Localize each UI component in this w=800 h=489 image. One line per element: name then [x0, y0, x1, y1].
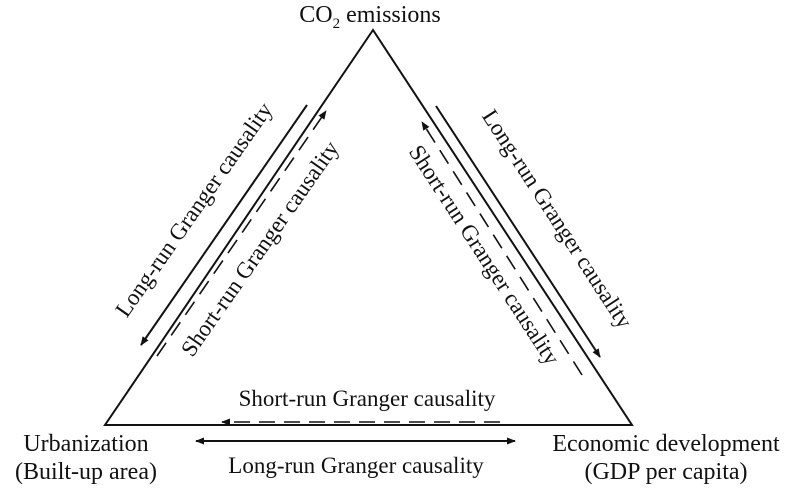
co2-rest: emissions [340, 2, 441, 28]
left-long-run-arrow [140, 104, 308, 346]
bottom-long-run-label: Long-run Granger causality [228, 453, 484, 478]
triangle-outline [103, 28, 634, 426]
bottom-short-run-label: Short-run Granger causality [239, 386, 496, 411]
left-short-run-label: Short-run Granger causality [176, 136, 344, 361]
node-economic-line1: Economic development [552, 431, 780, 457]
node-urbanization-line2: (Built-up area) [15, 459, 157, 485]
left-long-run-label: Long-run Granger causality [110, 97, 277, 321]
co2-main: CO [299, 2, 332, 28]
node-co2-label: CO2 emissions [299, 2, 441, 32]
co2-subscript: 2 [333, 16, 341, 32]
right-long-run-arrow [435, 105, 601, 358]
node-urbanization-line1: Urbanization [23, 431, 148, 457]
right-short-run-arrow [421, 121, 583, 376]
node-economic-line2: (GDP per capita) [584, 459, 747, 485]
